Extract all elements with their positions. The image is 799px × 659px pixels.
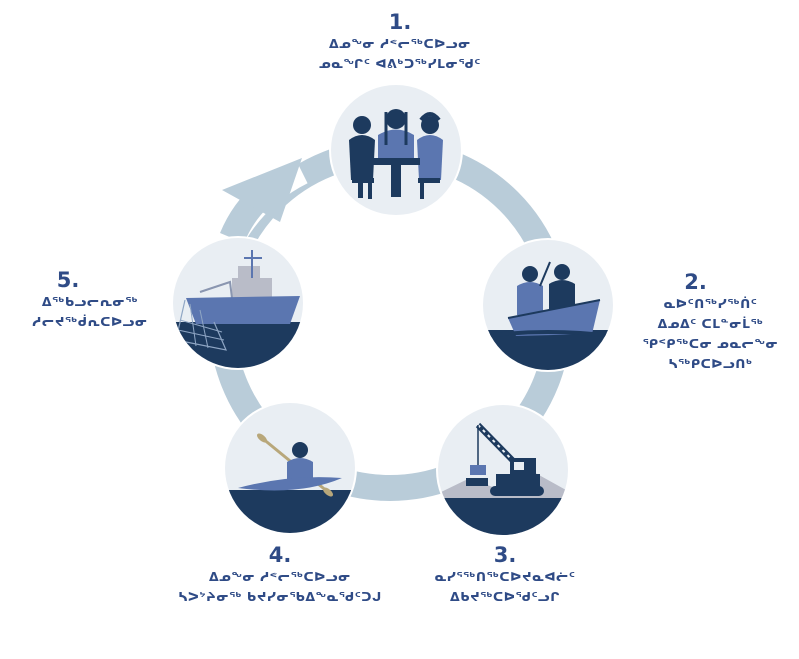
- step-text-line: ᓄᓇᖏᑦ ᐊᕕᒃᑐᖅᓯᒪᓂᖁᑦ: [319, 56, 481, 71]
- step-text-line: ᓴᖅᑭᑕᐅᓗᑎᒃ: [668, 356, 753, 371]
- step-text-line: ᐃᑲᔪᖅᑕᐅᖁᑦᓗᒋ: [450, 589, 560, 604]
- crane-vehicle-icon: [436, 403, 570, 537]
- boat-observers-icon: [481, 238, 615, 372]
- step-text-line: ᐃᓄᖕᓂ ᓱᕝᓕᖅᑕᐅᓗᓂ: [329, 36, 471, 51]
- step-number: 4.: [268, 543, 292, 567]
- step-2: 2. ᓇᐅᑦᑎᖅᓯᖅᑏᑦ ᐃᓄᐃᑦ ᑕᒪᓐᓂᒫᖅ ᕿᑉᑭᖅᑕᓂ ᓄᓇᓕᖕᓂ ᓴᖅ…: [628, 270, 793, 374]
- step-5: 5. ᐃᖅᑲᓗᓕᕆᓂᖅ ᓱᓕᔪᖅᑰᕆᑕᐅᓗᓂ: [10, 268, 170, 332]
- step-1: 1. ᐃᓄᖕᓂ ᓱᕝᓕᖅᑕᐅᓗᓂ ᓄᓇᖏᑦ ᐊᕕᒃᑐᖅᓯᒪᓂᖁᑦ: [270, 10, 530, 74]
- step-text-line: ᐃᓄᐃᑦ ᑕᒪᓐᓂᒫᖅ: [657, 316, 764, 331]
- step-3: 3. ᓇᓯᕐᖅᑎᖅᑕᐅᔪᓇᐊᓖᑦ ᐃᑲᔪᖅᑕᐅᖁᑦᓗᒋ: [405, 543, 605, 607]
- step-number: 3.: [493, 543, 517, 567]
- community-meeting-icon: [329, 83, 463, 217]
- step-text-line: ᓱᓕᔪᖅᑰᕆᑕᐅᓗᓂ: [32, 314, 148, 329]
- step-number: 2.: [684, 270, 707, 294]
- step-text-line: ᓴᐳᔾᔨᓂᖅ ᑲᔪᓯᓂᖃᐃᖕᓇᖁᑦᑐᒍ: [178, 589, 382, 604]
- step-text-line: ᓇᐅᑦᑎᖅᓯᖅᑏᑦ: [663, 296, 758, 311]
- step-number: 1.: [388, 10, 412, 34]
- fishing-vessel-icon: [171, 236, 305, 370]
- cycle-arrow-icon: [220, 158, 302, 244]
- kayak-paddler-icon: [223, 401, 357, 535]
- step-text-line: ᐃᓄᖕᓂ ᓱᕝᓕᖅᑕᐅᓗᓂ: [209, 569, 351, 584]
- step-text-line: ᐃᖅᑲᓗᓕᕆᓂᖅ: [41, 294, 139, 309]
- step-number: 5.: [56, 268, 80, 292]
- step-text-line: ᕿᑉᑭᖅᑕᓂ ᓄᓇᓕᖕᓂ: [642, 336, 779, 351]
- step-text-line: ᓇᓯᕐᖅᑎᖅᑕᐅᔪᓇᐊᓖᑦ: [434, 569, 576, 584]
- step-4: 4. ᐃᓄᖕᓂ ᓱᕝᓕᖅᑕᐅᓗᓂ ᓴᐳᔾᔨᓂᖅ ᑲᔪᓯᓂᖃᐃᖕᓇᖁᑦᑐᒍ: [160, 543, 400, 607]
